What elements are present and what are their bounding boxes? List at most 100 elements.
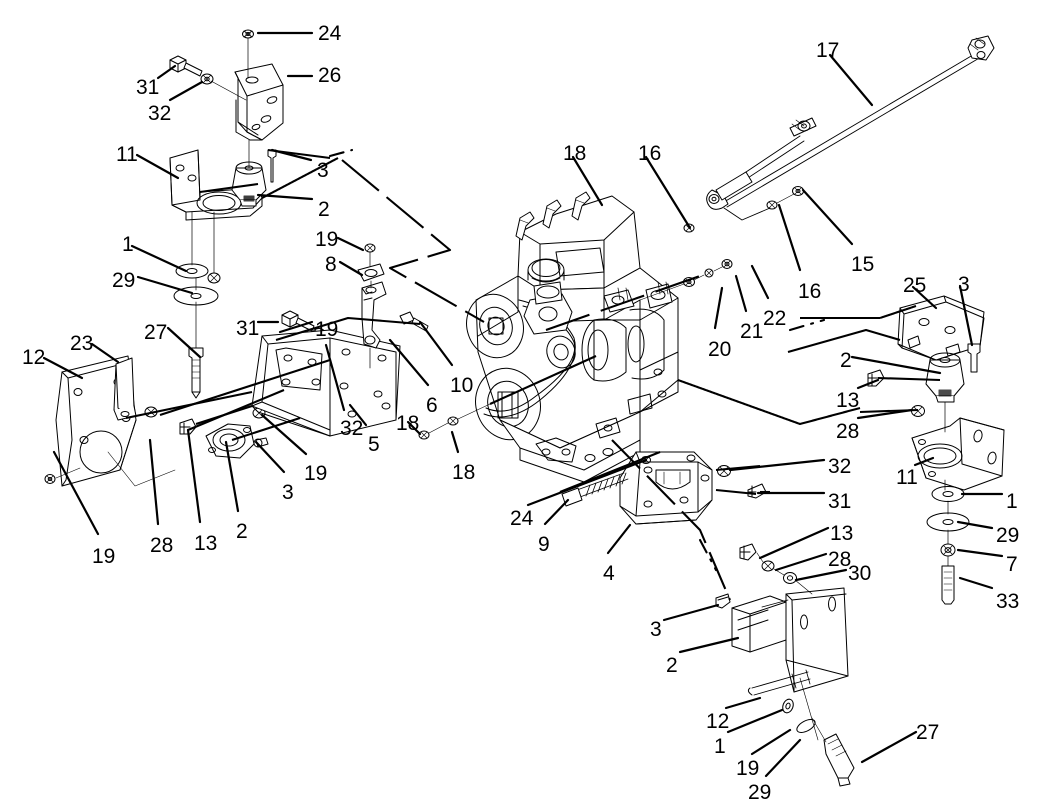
part-18-nut-a	[418, 430, 430, 440]
part-4-bracket-center-bottom	[619, 451, 713, 525]
part-16-pin-right	[766, 200, 778, 210]
callout-number-8: 8	[325, 253, 337, 276]
part-12-pin-shaft	[747, 669, 811, 696]
part-5-bracket-center	[251, 329, 401, 437]
leader-line-3	[958, 284, 974, 347]
leader-line-2	[850, 355, 942, 375]
callout-number-2: 2	[318, 198, 330, 221]
callout-number-29: 29	[748, 781, 772, 804]
callout-number-27: 27	[144, 321, 168, 344]
leader-line-13	[856, 378, 880, 390]
leader-line-9	[543, 498, 570, 526]
part-32-washer-topleft	[200, 73, 214, 85]
leader-line-28	[148, 438, 160, 526]
callout-number-4: 4	[603, 562, 615, 585]
leader-line-19	[260, 413, 308, 456]
callout-number-16: 16	[798, 280, 822, 303]
leader-line-3	[662, 603, 720, 622]
part-8-plate	[357, 263, 385, 282]
callout-number-9: 9	[538, 533, 550, 556]
callout-number-18: 18	[563, 142, 587, 165]
part-13-bolt-lowerleft	[179, 418, 197, 435]
leader-line-29	[136, 275, 194, 295]
assembly-path-lines	[125, 148, 941, 601]
engine-filler-cap	[527, 258, 565, 283]
leader-line-18	[450, 430, 460, 454]
callout-number-11: 11	[896, 466, 918, 489]
callout-number-24: 24	[318, 22, 342, 45]
callout-number-32: 32	[340, 417, 364, 440]
leader-line-4	[606, 523, 632, 555]
callout-number-3: 3	[650, 618, 662, 641]
leader-line-6	[388, 338, 430, 387]
part-33-bolt-right	[941, 565, 955, 605]
callout-number-21: 21	[740, 320, 764, 343]
callout-number-17: 17	[816, 39, 840, 62]
callout-number-13: 13	[830, 522, 854, 545]
callout-number-19: 19	[736, 757, 760, 780]
leader-line-32	[168, 80, 204, 102]
part-2-isolator-upperleft	[231, 161, 267, 207]
callout-number-22: 22	[763, 307, 787, 330]
callout-number-29: 29	[996, 524, 1020, 547]
leader-line-32	[728, 458, 826, 472]
leader-line-11	[135, 153, 180, 180]
callout-number-16: 16	[638, 142, 662, 165]
leader-line-20	[713, 286, 724, 330]
leader-line-15	[801, 188, 854, 246]
leader-line-19	[278, 320, 314, 334]
part-2-clamp-lowerright	[731, 595, 789, 653]
leader-line-29	[764, 738, 802, 778]
leader-line-30	[794, 568, 848, 582]
callout-number-6: 6	[426, 394, 438, 417]
callout-number-2: 2	[236, 520, 248, 543]
part-6-lever	[361, 281, 387, 349]
callout-number-31: 31	[236, 317, 260, 340]
leader-line-3	[270, 148, 313, 162]
callout-number-12: 12	[22, 346, 46, 369]
leader-line-1	[130, 244, 188, 273]
callout-number-19: 19	[315, 228, 339, 251]
leader-line-10	[418, 320, 454, 367]
callout-number-15: 15	[851, 253, 875, 276]
leader-line-5	[348, 403, 368, 427]
leader-line-16	[777, 203, 802, 272]
callout-number-2: 2	[840, 349, 852, 372]
leader-line-19	[52, 450, 100, 536]
part-11-bracket-right	[911, 417, 1005, 491]
leader-line-23	[90, 342, 120, 364]
part-30-washer	[783, 572, 797, 584]
callout-number-11: 11	[116, 143, 138, 166]
part-27-bolt-lowerright	[823, 733, 855, 787]
callout-number-29: 29	[112, 269, 136, 292]
leader-line-12	[724, 696, 762, 710]
engine-assembly	[466, 191, 679, 483]
leader-line-25	[911, 285, 938, 310]
leader-line-1	[726, 708, 784, 734]
callout-number-3: 3	[282, 481, 294, 504]
callout-number-19: 19	[304, 462, 328, 485]
part-2-isolator-right	[925, 352, 965, 403]
part-27-bolt-upperleft	[188, 347, 204, 399]
leader-line-7	[956, 548, 1004, 558]
part-31-bolt-topleft	[169, 55, 203, 77]
callout-number-3: 3	[958, 273, 970, 296]
callout-number-1: 1	[1006, 490, 1018, 513]
leader-line-21	[734, 274, 748, 313]
callout-number-27: 27	[916, 721, 940, 744]
callout-number-5: 5	[368, 433, 380, 456]
leader-line-19	[336, 236, 365, 252]
part-3-bolt-right	[967, 343, 981, 373]
callout-number-31: 31	[136, 76, 160, 99]
callout-number-13: 13	[836, 389, 860, 412]
leader-line-22	[750, 264, 770, 300]
callout-number-18: 18	[452, 461, 476, 484]
callout-number-19: 19	[315, 318, 339, 341]
callout-number-23: 23	[70, 332, 94, 355]
leader-line-13	[758, 526, 830, 560]
leader-line-18	[571, 155, 604, 207]
callout-number-28: 28	[150, 534, 174, 557]
